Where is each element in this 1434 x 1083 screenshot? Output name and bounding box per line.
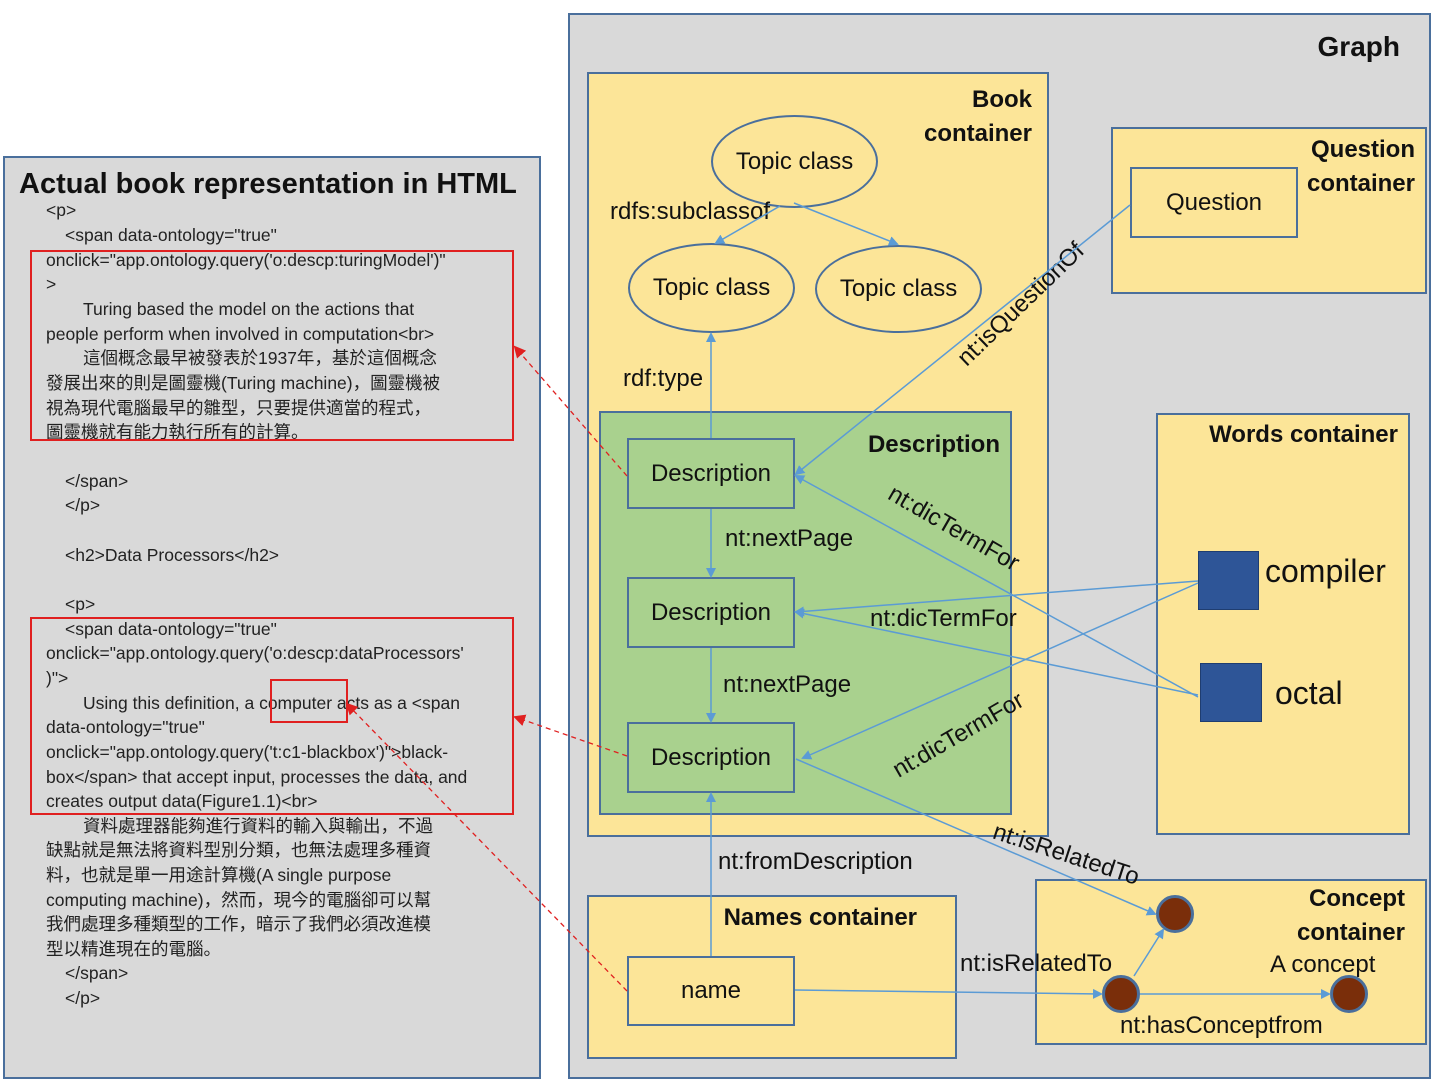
question-node: Question — [1130, 167, 1298, 238]
topic-class-top: Topic class — [711, 115, 878, 208]
description-node: Description — [627, 438, 795, 509]
is-related-to-label: nt:isRelatedTo — [960, 950, 1113, 977]
code-line: 型以精進現在的電腦。 — [46, 939, 221, 959]
description-area-title: Description — [867, 431, 1000, 458]
code-line: 發展出來的則是圖靈機(Turing machine)，圖靈機被 — [46, 373, 441, 393]
code-line: </p> — [65, 495, 101, 515]
code-line: )"> — [46, 668, 69, 688]
concept-node — [1156, 895, 1194, 933]
word-square-octal — [1200, 663, 1262, 722]
has-concept-from-label: nt:hasConceptfrom — [1120, 1012, 1323, 1039]
code-line: 我們處理多種類型的工作，暗示了我們必須改進模 — [46, 914, 431, 934]
code-line: </span> — [65, 963, 129, 983]
code-line: </span> — [65, 471, 129, 491]
code-line: 料，也就是單一用途計算機(A single purpose — [46, 865, 392, 885]
code-line: > — [46, 274, 57, 294]
question-container-title: Question container — [1306, 136, 1415, 197]
next-page-label: nt:nextPage — [725, 525, 854, 552]
code-line: <span data-ontology="true" — [65, 225, 277, 245]
code-line: <p> — [65, 594, 96, 614]
name-node: name — [627, 956, 795, 1026]
code-line: 這個概念最早被發表於1937年，基於這個概念 — [83, 348, 437, 368]
a-concept-label: A concept — [1270, 951, 1376, 978]
code-line: computing machine)，然而，現今的電腦卻可以幫 — [46, 890, 432, 910]
code-line: data-ontology="true" — [46, 717, 205, 737]
code-line: creates output data(Figure1.1)<br> — [46, 791, 318, 811]
code-line: </p> — [65, 988, 101, 1008]
names-container-title: Names container — [723, 904, 917, 931]
rdf-type-label: rdf:type — [623, 365, 704, 392]
concept-container-title: Concept container — [1296, 885, 1405, 946]
code-line: <span data-ontology="true" — [65, 619, 277, 639]
highlight-box-turing — [30, 250, 514, 441]
from-description-label: nt:fromDescription — [718, 848, 913, 875]
description-node: Description — [627, 722, 795, 793]
code-line: onclick="app.ontology.query('o:descp:tur… — [46, 250, 446, 270]
concept-node — [1102, 975, 1140, 1013]
code-line: Turing based the model on the actions th… — [83, 299, 415, 319]
panel-title: Actual book representation in HTML — [19, 168, 517, 200]
code-line: onclick="app.ontology.query('o:descp:dat… — [46, 643, 464, 663]
description-node: Description — [627, 577, 795, 648]
words-container — [1156, 413, 1410, 835]
graph-title: Graph — [1317, 31, 1400, 62]
code-line: people perform when involved in computat… — [46, 324, 435, 344]
word-octal: octal — [1275, 675, 1343, 711]
code-line: <p> — [46, 200, 77, 220]
code-line: 視為現代電腦最早的雛型，只要提供適當的程式， — [46, 398, 431, 418]
book-container-title: Book container — [923, 86, 1032, 147]
code-line: 缺點就是無法將資料型別分類，也無法處理多種資 — [46, 840, 431, 860]
concept-node — [1330, 975, 1368, 1013]
highlight-box-computer — [270, 679, 348, 723]
dic-term-for-label: nt:dicTermFor — [870, 605, 1017, 632]
subclassof-label: rdfs:subclassof — [610, 198, 771, 225]
word-compiler: compiler — [1265, 553, 1386, 589]
word-square-compiler — [1198, 551, 1259, 610]
words-container-title: Words container — [1209, 421, 1398, 448]
code-line: 資料處理器能夠進行資料的輸入與輸出，不過 — [83, 816, 433, 836]
topic-class-left: Topic class — [628, 243, 795, 333]
code-line: 圖靈機就有能力執行所有的計算。 — [46, 422, 309, 442]
topic-class-right: Topic class — [815, 245, 982, 333]
next-page-label: nt:nextPage — [723, 671, 852, 698]
code-line: <h2>Data Processors</h2> — [65, 545, 280, 565]
